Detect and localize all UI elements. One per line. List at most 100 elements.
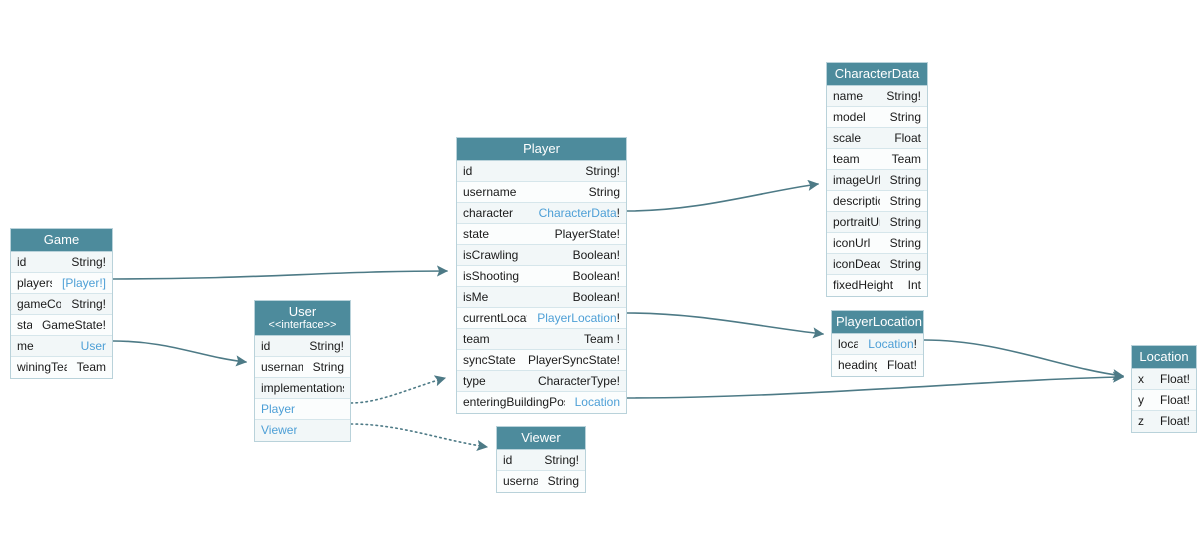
field-name: enteringBuildingPosition — [463, 395, 565, 409]
field-type: Int — [907, 278, 921, 292]
field-type: String — [889, 235, 921, 250]
entity-name-text: Player — [523, 141, 560, 156]
entity-game[interactable]: Game id String! players [Player!] gameCodeStr… — [10, 228, 113, 379]
field-row[interactable]: gameCodeString! — [11, 294, 112, 315]
field-name: id — [503, 452, 513, 467]
entity-title-viewer: Viewer — [497, 427, 585, 450]
field-row[interactable]: winingTeamTeam — [11, 357, 112, 378]
field-type: PlayerState! — [554, 226, 620, 241]
field-type-link[interactable]: CharacterData! — [539, 203, 620, 224]
entity-name-text: Game — [43, 232, 80, 247]
field-type-link[interactable]: PlayerLocation! — [537, 308, 620, 329]
edge-user-player-to-player — [350, 375, 447, 404]
field-type: PlayerSyncState! — [527, 352, 620, 367]
field-type: Float! — [1159, 371, 1190, 386]
field-name: y — [1138, 392, 1144, 407]
field-name: gameCode — [17, 296, 62, 311]
implementation-link[interactable]: Player — [261, 401, 296, 416]
entity-name-text: Location — [1139, 349, 1189, 364]
field-name: currentLocation — [463, 310, 527, 325]
implementation-row[interactable]: Player — [255, 399, 350, 420]
edge-user-viewer-to-viewer — [350, 423, 489, 452]
field-row[interactable]: scale Float — [827, 128, 927, 149]
field-type-link[interactable]: [Player!] — [61, 275, 106, 290]
field-row[interactable]: stateGameState! — [11, 315, 112, 336]
field-row[interactable]: portraitUrlString — [827, 212, 927, 233]
field-row[interactable]: currentLocation PlayerLocation! — [457, 308, 626, 329]
entity-title-player-location: PlayerLocation — [832, 311, 923, 334]
edge-player-location-location-to-location — [923, 339, 1125, 381]
field-type: Team ! — [583, 331, 620, 346]
field-type: String — [889, 193, 921, 208]
field-name: state — [17, 317, 32, 332]
field-name: isShooting — [463, 268, 520, 283]
field-type: Float! — [1159, 392, 1190, 407]
field-name: imageUrl — [833, 172, 880, 187]
entity-title-character-data: CharacterData — [827, 63, 927, 86]
field-name: id — [261, 338, 271, 353]
implementation-row[interactable]: Viewer — [255, 420, 350, 441]
edge-player-current-location-to-player-location — [626, 312, 825, 339]
entity-name-text: PlayerLocation — [836, 314, 922, 329]
field-type: Float — [894, 130, 921, 145]
edge-player-character-to-character-data — [626, 179, 820, 212]
field-row[interactable]: y Float! — [1132, 390, 1196, 411]
field-type-link[interactable]: Location! — [868, 334, 917, 355]
edge-player-entering-building-position-to-location — [626, 371, 1125, 399]
field-row[interactable]: iconDeadUrlString — [827, 254, 927, 275]
field-row[interactable]: players [Player!] — [11, 273, 112, 294]
edge-game-me-to-user — [112, 340, 248, 367]
field-row[interactable]: id String! — [11, 252, 112, 273]
entity-title-location: Location — [1132, 346, 1196, 369]
field-row[interactable]: locationLocation! — [832, 334, 923, 355]
field-type: String! — [886, 88, 921, 103]
field-type-link[interactable]: User — [80, 338, 106, 353]
field-type: Team — [891, 151, 921, 166]
entity-user[interactable]: User<<interface>>idString!usernameString… — [254, 300, 351, 442]
field-row[interactable]: enteringBuildingPosition Location — [457, 392, 626, 413]
field-name: fixedHeight — [833, 278, 894, 292]
field-name: scale — [833, 130, 862, 145]
field-type: String — [889, 214, 921, 229]
field-row[interactable]: fixedHeight Int — [827, 275, 927, 296]
entity-player-location[interactable]: PlayerLocation locationLocation!headingFl… — [831, 310, 924, 377]
field-name: id — [17, 254, 27, 269]
field-type-text: Location — [868, 336, 914, 351]
field-type: String! — [585, 163, 620, 178]
field-row[interactable]: descriptionString — [827, 191, 927, 212]
implementation-link[interactable]: Viewer — [261, 423, 298, 437]
field-type-link[interactable]: Location — [574, 395, 620, 409]
field-type-text: CharacterData — [538, 205, 617, 220]
implementations-label: implementations — [261, 380, 344, 395]
field-name: players — [17, 275, 52, 290]
field-type-text: PlayerLocation — [537, 310, 617, 325]
field-type: String! — [71, 254, 106, 269]
